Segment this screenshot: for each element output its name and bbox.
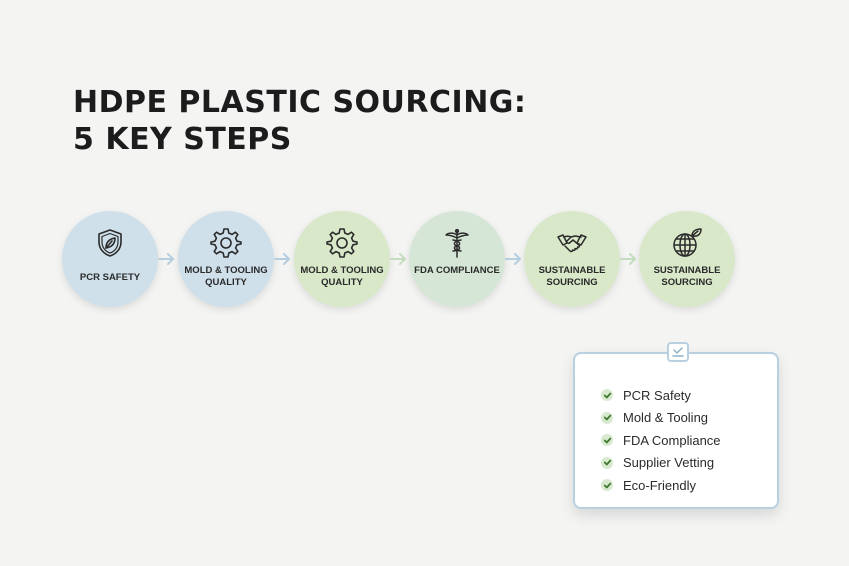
list-item: Supplier Vetting (601, 452, 721, 475)
check-icon (601, 389, 613, 402)
caduceus-icon (441, 227, 473, 259)
step-label: SUSTAINABLE SOURCING (538, 265, 606, 288)
step-label: SUSTAINABLE SOURCING (653, 265, 721, 288)
step-label: FDA COMPLIANCE (414, 265, 500, 276)
step-mold-tooling-quality-1: MOLD & TOOLING QUALITY (178, 211, 274, 307)
check-icon (601, 456, 613, 469)
step-fda-compliance: FDA COMPLIANCE (409, 211, 505, 307)
title-line-2: 5 KEY STEPS (73, 122, 292, 157)
list-item: Eco-Friendly (601, 474, 721, 497)
checklist-item-label: PCR Safety (623, 387, 691, 403)
list-item: FDA Compliance (601, 429, 721, 452)
arrow-icon (158, 252, 176, 266)
globe-leaf-icon (671, 227, 703, 259)
step-mold-tooling-quality-2: MOLD & TOOLING QUALITY (294, 211, 390, 307)
step-sustainable-sourcing-1: SUSTAINABLE SOURCING (524, 211, 620, 307)
checklist-item-label: Eco-Friendly (623, 477, 696, 493)
gear-icon (326, 227, 358, 259)
page-title: HDPE PLASTIC SOURCING: 5 KEY STEPS (73, 84, 526, 158)
step-label: MOLD & TOOLING QUALITY (300, 265, 384, 288)
checklist-card: PCR Safety Mold & Tooling FDA Compliance… (573, 342, 779, 509)
check-icon (601, 479, 613, 492)
checklist-item-label: FDA Compliance (623, 432, 721, 448)
checklist: PCR Safety Mold & Tooling FDA Compliance… (601, 384, 721, 497)
clipboard-check-icon (667, 342, 689, 362)
title-line-1: HDPE PLASTIC SOURCING: (73, 85, 527, 120)
arrow-icon (620, 252, 638, 266)
handshake-icon (556, 227, 588, 259)
step-sustainable-sourcing-2: SUSTAINABLE SOURCING (639, 211, 735, 307)
checklist-item-label: Supplier Vetting (623, 455, 715, 471)
arrow-icon (390, 252, 408, 266)
check-icon (601, 411, 613, 424)
shield-leaf-icon (94, 227, 126, 259)
step-label: PCR SAFETY (79, 272, 141, 283)
check-icon (601, 434, 613, 447)
gear-icon (210, 227, 242, 259)
checklist-item-label: Mold & Tooling (623, 410, 709, 426)
step-label: MOLD & TOOLING QUALITY (184, 265, 268, 288)
arrow-icon (274, 252, 292, 266)
step-pcr-safety: PCR SAFETY (62, 211, 158, 307)
list-item: PCR Safety (601, 384, 721, 407)
list-item: Mold & Tooling (601, 407, 721, 430)
arrow-icon (505, 252, 523, 266)
